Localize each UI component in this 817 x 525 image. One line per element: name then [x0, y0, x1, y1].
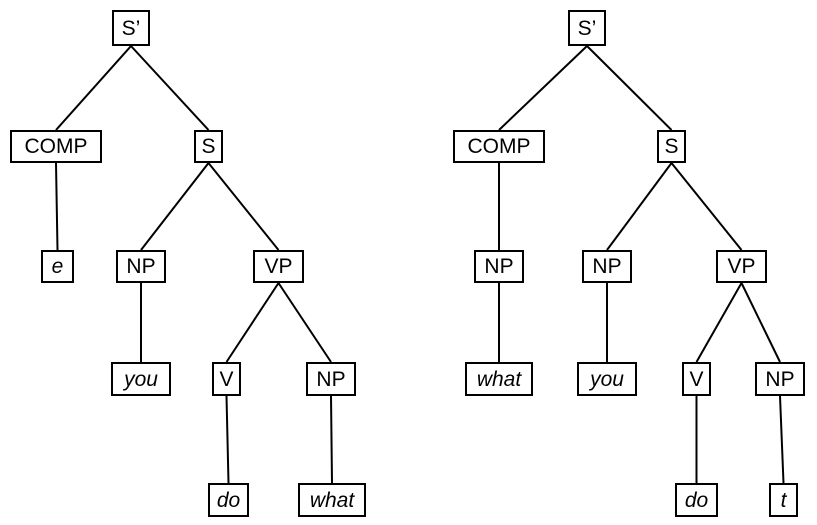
- tree-node-terminal-what: what: [298, 483, 366, 517]
- tree-node-terminal-you: you: [577, 362, 637, 396]
- tree-node-label-np: NP: [474, 250, 524, 283]
- tree-edge-s-to-np: [606, 162, 673, 251]
- tree-node-label-s: S: [194, 130, 223, 163]
- tree-edge-s-to-vp: [670, 162, 743, 251]
- tree-edge-np-to-what: [330, 395, 333, 484]
- tree-edge-s-to-np: [140, 162, 210, 251]
- tree-node-terminal-do: do: [208, 483, 249, 517]
- tree-edge-vp-to-np: [740, 282, 781, 363]
- tree-node-terminal-what: what: [465, 362, 533, 396]
- tree-node-label-np: NP: [116, 250, 166, 283]
- tree-node-label-v: V: [212, 362, 241, 396]
- tree-node-label-np: NP: [306, 362, 356, 396]
- tree-node-label-s: S: [657, 130, 686, 163]
- tree-node-label-sbar: S’: [568, 10, 606, 46]
- tree-edge-s-to-vp: [207, 162, 280, 251]
- tree-node-terminal-t: t: [769, 483, 798, 517]
- tree-edge-vp-to-np: [277, 282, 332, 363]
- tree-node-label-comp: COMP: [453, 130, 545, 163]
- tree-node-terminal-do: do: [675, 483, 718, 517]
- tree-edge-np-to-t: [779, 395, 785, 484]
- tree-edge-vp-to-v: [225, 282, 280, 363]
- tree-edge-sbar-to-comp: [55, 45, 132, 131]
- tree-node-label-comp: COMP: [10, 130, 102, 163]
- tree-edge-comp-to-e: [55, 162, 59, 251]
- tree-node-label-np: NP: [755, 362, 805, 396]
- tree-node-terminal-e: e: [41, 250, 74, 283]
- tree-node-label-vp: VP: [253, 250, 304, 283]
- tree-edge-sbar-to-s: [586, 45, 673, 131]
- tree-node-terminal-you: you: [111, 362, 171, 396]
- tree-edge-v-to-do: [225, 395, 230, 484]
- tree-node-label-vp: VP: [716, 250, 767, 283]
- tree-node-label-np: NP: [582, 250, 632, 283]
- tree-edge-sbar-to-comp: [498, 45, 588, 131]
- tree-node-label-sbar: S’: [112, 10, 150, 46]
- tree-edge-vp-to-v: [695, 282, 743, 363]
- tree-node-label-v: V: [682, 362, 711, 396]
- tree-edge-sbar-to-s: [130, 45, 210, 131]
